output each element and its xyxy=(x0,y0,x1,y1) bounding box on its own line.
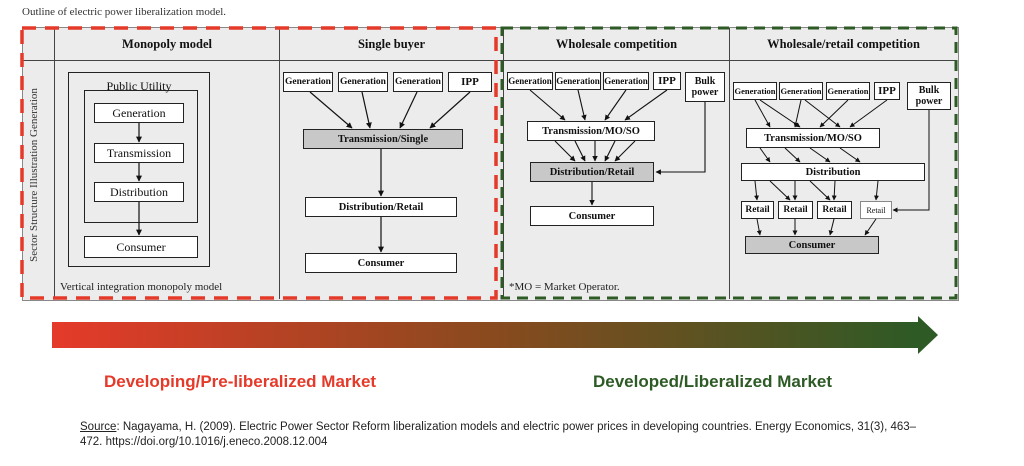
monopoly-note: Vertical integration monopoly model xyxy=(60,281,223,293)
wr-generation-3: Generation xyxy=(826,82,870,100)
sb-ipp: IPP xyxy=(448,72,492,92)
source-label: Source xyxy=(80,421,117,433)
header-single-buyer: Single buyer xyxy=(357,37,426,51)
wc-distribution: Distribution/Retail xyxy=(530,162,654,182)
wc-ipp: IPP xyxy=(653,72,681,90)
grid-line xyxy=(503,28,504,299)
mono-generation: Generation xyxy=(94,103,184,123)
wr-generation-2: Generation xyxy=(779,82,823,100)
mono-transmission: Transmission xyxy=(94,143,184,163)
wr-retail-2: Retail xyxy=(778,201,813,219)
source-citation: Source: Nagayama, H. (2009). Electric Po… xyxy=(80,420,920,450)
grid-line xyxy=(54,28,55,299)
sb-consumer: Consumer xyxy=(305,253,457,273)
wr-generation-1: Generation xyxy=(733,82,777,100)
public-utility-box: Public Utility xyxy=(68,72,210,267)
sb-generation-2: Generation xyxy=(338,72,388,92)
wr-transmission: Transmission/MO/SO xyxy=(746,128,880,148)
grid-line xyxy=(22,60,957,61)
header-wholesale: Wholesale competition xyxy=(555,37,678,51)
mono-consumer: Consumer xyxy=(84,236,198,258)
wr-ipp: IPP xyxy=(874,82,900,100)
progress-arrow-head xyxy=(918,316,938,354)
wr-retail-3: Retail xyxy=(817,201,852,219)
sb-generation-3: Generation xyxy=(393,72,443,92)
legend-developed: Developed/Liberalized Market xyxy=(593,372,833,391)
pre-liberalized-region xyxy=(20,26,498,300)
progress-arrow-bar xyxy=(52,322,920,348)
mono-distribution: Distribution xyxy=(94,182,184,202)
figure-caption: Outline of electric power liberalization… xyxy=(22,6,227,18)
wr-distribution: Distribution xyxy=(741,163,925,181)
sb-generation-1: Generation xyxy=(283,72,333,92)
legend-developing: Developing/Pre-liberalized Market xyxy=(104,372,377,391)
public-utility-label: Public Utility xyxy=(106,79,172,93)
header-wholesale-retail: Wholesale/retail competition xyxy=(767,37,920,51)
wc-consumer: Consumer xyxy=(530,206,654,226)
wc-transmission: Transmission/MO/SO xyxy=(527,121,655,141)
wr-retail-1: Retail xyxy=(741,201,774,219)
grid-line xyxy=(279,28,280,299)
grid-line xyxy=(729,28,730,299)
wc-bulk-power: Bulk power xyxy=(685,72,725,102)
wholesale-note: *MO = Market Operator. xyxy=(509,281,620,293)
liberalized-region xyxy=(500,26,958,300)
wr-consumer: Consumer xyxy=(745,236,879,254)
sb-distribution: Distribution/Retail xyxy=(305,197,457,217)
header-monopoly: Monopoly model xyxy=(122,37,212,51)
wc-generation-2: Generation xyxy=(555,72,601,90)
wr-bulk-power: Bulk power xyxy=(907,82,951,110)
wc-generation-1: Generation xyxy=(507,72,553,90)
source-text: : Nagayama, H. (2009). Electric Power Se… xyxy=(80,421,917,448)
wr-retail-4: Retail xyxy=(860,201,892,219)
wc-generation-3: Generation xyxy=(603,72,649,90)
utility-inner-frame xyxy=(84,90,198,223)
sb-transmission: Transmission/Single xyxy=(303,129,463,149)
